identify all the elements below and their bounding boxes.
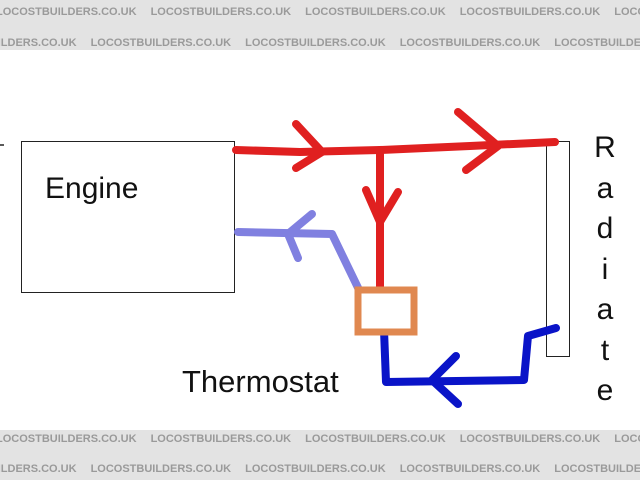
engine-label: Engine <box>45 172 139 205</box>
radiator-letter: a <box>596 293 614 326</box>
radiator-box <box>546 141 570 357</box>
hot-flow-line <box>232 138 559 157</box>
cool-return-path <box>234 210 366 300</box>
watermark-text: LOCOSTBUILDERS.CO.UK <box>245 463 386 475</box>
radiator-label: R a d i a t e <box>590 128 620 412</box>
radiator-letter: R <box>594 131 616 164</box>
watermark-text: LOCOSTBUILDERS.CO.UK <box>614 433 640 445</box>
watermark-text: LOCOSTBUILDERS.CO.UK <box>150 6 292 18</box>
watermark-text: LOCOSTBUILDERS.CO.UK <box>0 6 137 18</box>
watermark-text: LOCOSTBUILDERS.CO.UK <box>0 37 77 49</box>
watermark-band-top: LOCOSTBUILDERS.CO.UK LOCOSTBUILDERS.CO.UK… <box>0 0 640 50</box>
watermark-text: LOCOSTBUILDERS.CO.UK <box>459 433 601 445</box>
engine-box <box>21 141 235 293</box>
watermark-text: LOCOSTBUILDERS.CO.UK <box>554 463 640 475</box>
radiator-letter: t <box>600 333 610 367</box>
radiator-return-arrow <box>428 352 462 408</box>
radiator-return-path <box>380 324 560 408</box>
watermark-text: LOCOSTBUILDERS.CO.UK <box>245 37 386 49</box>
radiator-letter: d <box>596 212 614 245</box>
radiator-letter: i <box>601 252 609 286</box>
watermark-row: LOCOSTBUILDERS.CO.UK LOCOSTBUILDERS.CO.UK… <box>0 6 640 18</box>
watermark-text: LOCOSTBUILDERS.CO.UK <box>554 37 640 49</box>
watermark-text: LOCOSTBUILDERS.CO.UK <box>459 6 601 18</box>
hot-flow-arrow <box>454 108 502 174</box>
hot-flow-arrow <box>292 120 326 172</box>
watermark-row: LOCOSTBUILDERS.CO.UK LOCOSTBUILDERS.CO.UK… <box>0 433 640 445</box>
thermostat-label: Thermostat <box>182 364 339 399</box>
watermark-row: LOCOSTBUILDERS.CO.UK LOCOSTBUILDERS.CO.UK… <box>0 37 640 49</box>
watermark-text: LOCOSTBUILDERS.CO.UK <box>90 463 232 475</box>
watermark-text: LOCOSTBUILDERS.CO.UK <box>305 433 446 445</box>
watermark-text: LOCOSTBUILDERS.CO.UK <box>0 433 137 445</box>
watermark-text: LOCOSTBUILDERS.CO.UK <box>399 37 541 49</box>
watermark-row: LOCOSTBUILDERS.CO.UK LOCOSTBUILDERS.CO.UK… <box>0 463 640 475</box>
watermark-text: LOCOSTBUILDERS.CO.UK <box>399 463 541 475</box>
watermark-text: LOCOSTBUILDERS.CO.UK <box>305 6 446 18</box>
hot-branch-arrow <box>362 186 402 226</box>
watermark-band-bottom: LOCOSTBUILDERS.CO.UK LOCOSTBUILDERS.CO.UK… <box>0 430 640 480</box>
thermostat-box <box>354 286 418 336</box>
cool-return-line <box>234 228 366 300</box>
watermark-text: LOCOSTBUILDERS.CO.UK <box>150 433 292 445</box>
watermark-text: LOCOSTBUILDERS.CO.UK <box>0 463 77 475</box>
cool-return-arrow <box>284 210 316 262</box>
watermark-text: LOCOSTBUILDERS.CO.UK <box>614 6 640 18</box>
radiator-letter: a <box>596 171 614 205</box>
watermark-text: LOCOSTBUILDERS.CO.UK <box>90 37 232 49</box>
radiator-letter: e <box>596 374 614 407</box>
hot-flow-path <box>232 108 559 298</box>
radiator-return-line <box>380 324 560 386</box>
